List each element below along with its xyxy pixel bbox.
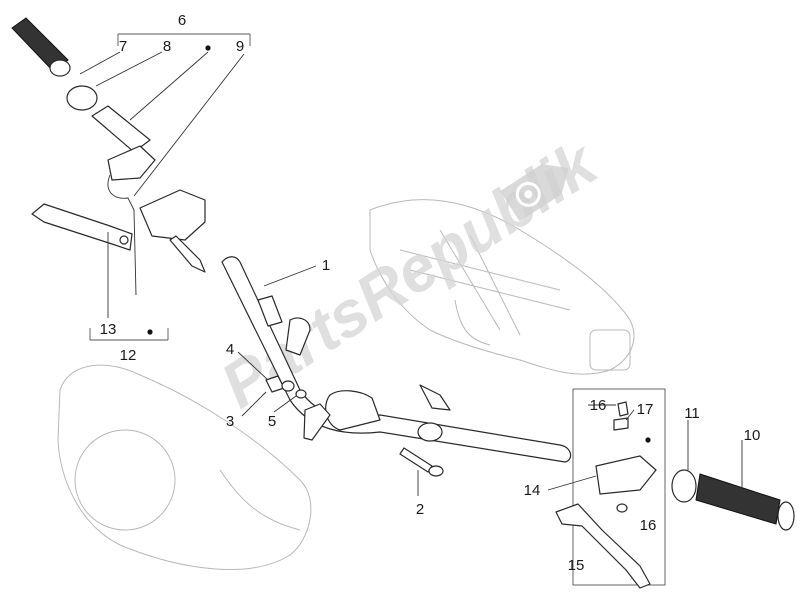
ghost-body-edge xyxy=(219,469,301,531)
ghost-dash-mount xyxy=(454,299,491,346)
screw-16 xyxy=(617,401,629,417)
callout-7: 7 xyxy=(119,38,127,55)
left-grip-ring xyxy=(66,85,98,111)
reference-dots xyxy=(147,45,651,443)
nut-17 xyxy=(613,417,629,431)
fasteners xyxy=(265,375,307,399)
leader-8 xyxy=(95,51,163,87)
right-grip-rubber xyxy=(695,473,781,525)
dot-9 xyxy=(205,45,211,51)
handlebar-foot-left xyxy=(303,403,331,441)
group-box-14 xyxy=(572,388,666,586)
bolt xyxy=(399,447,444,477)
washer-5 xyxy=(295,389,307,399)
callout-9: 9 xyxy=(236,38,244,55)
left-grip-assembly xyxy=(11,17,156,296)
leader-lines xyxy=(79,33,743,496)
handlebar-riser xyxy=(285,317,311,356)
bracket-6 xyxy=(117,33,251,46)
bracket-12 xyxy=(89,328,169,341)
callout-3: 3 xyxy=(226,413,234,430)
handlebar-clamp xyxy=(257,295,283,327)
lever-bracket xyxy=(595,455,657,495)
ghost-dashboard xyxy=(369,199,635,375)
master-cylinder-body xyxy=(139,189,206,241)
callout-14: 14 xyxy=(524,482,541,499)
watermark: PartsRepublik xyxy=(208,125,611,422)
ghost-background xyxy=(57,199,635,570)
right-grip-end-cap xyxy=(777,501,795,531)
left-lever xyxy=(31,203,133,251)
callout-16-top: 16 xyxy=(590,397,607,414)
handlebar-tab xyxy=(419,384,451,411)
leader-5 xyxy=(273,395,297,413)
leader-3 xyxy=(241,391,267,417)
left-switch-cable xyxy=(107,174,137,296)
gear-icon xyxy=(500,164,569,222)
callout-labels: 6 7 8 9 13 12 1 4 3 5 2 16 17 11 10 14 1… xyxy=(100,12,761,574)
callout-4: 4 xyxy=(226,341,234,358)
callout-12: 12 xyxy=(120,347,137,364)
leader-14 xyxy=(547,475,597,491)
ghost-switch-box xyxy=(589,329,631,371)
callout-15: 15 xyxy=(568,557,585,574)
master-cylinder-nozzle xyxy=(169,235,206,273)
leader-7 xyxy=(79,51,121,75)
handlebar-bracket xyxy=(325,390,381,431)
left-switch-housing xyxy=(107,145,156,181)
left-grip-rubber xyxy=(11,17,69,73)
callout-10: 10 xyxy=(744,427,761,444)
ghost-headlamp-housing xyxy=(57,364,312,570)
left-lever-pivot xyxy=(119,235,129,245)
ghost-dash-details xyxy=(399,229,571,336)
right-lever-blade xyxy=(555,503,651,589)
left-grip-end-cap xyxy=(49,59,71,77)
right-grip-ring xyxy=(671,469,697,503)
leader-4 xyxy=(237,351,269,381)
washer-3 xyxy=(281,380,295,392)
left-master-cylinder xyxy=(139,189,206,273)
callout-6: 6 xyxy=(178,12,186,29)
dot-12 xyxy=(147,329,153,335)
callout-8: 8 xyxy=(163,38,171,55)
left-grip-throttle-tube xyxy=(91,105,151,153)
right-grip-assembly xyxy=(671,469,795,531)
callout-17: 17 xyxy=(637,401,654,418)
leader-9b xyxy=(133,53,245,197)
dot-14 xyxy=(645,437,651,443)
callout-2: 2 xyxy=(416,501,424,518)
leader-17 xyxy=(625,409,635,421)
callout-16-bottom: 16 xyxy=(640,517,657,534)
washer-16 xyxy=(616,503,628,513)
callout-13: 13 xyxy=(100,321,117,338)
ghost-headlamp xyxy=(74,429,176,531)
callout-5: 5 xyxy=(268,413,276,430)
handlebar-plug xyxy=(417,422,443,442)
bolt-shank xyxy=(399,447,433,473)
callout-11: 11 xyxy=(684,405,700,422)
callout-1: 1 xyxy=(322,257,330,274)
left-lever-blade xyxy=(31,203,133,251)
handlebar-tube xyxy=(221,256,572,463)
bolt-head xyxy=(428,465,444,477)
leader-1 xyxy=(263,265,317,287)
leader-9a xyxy=(129,51,209,121)
right-lever-assembly xyxy=(555,388,666,589)
